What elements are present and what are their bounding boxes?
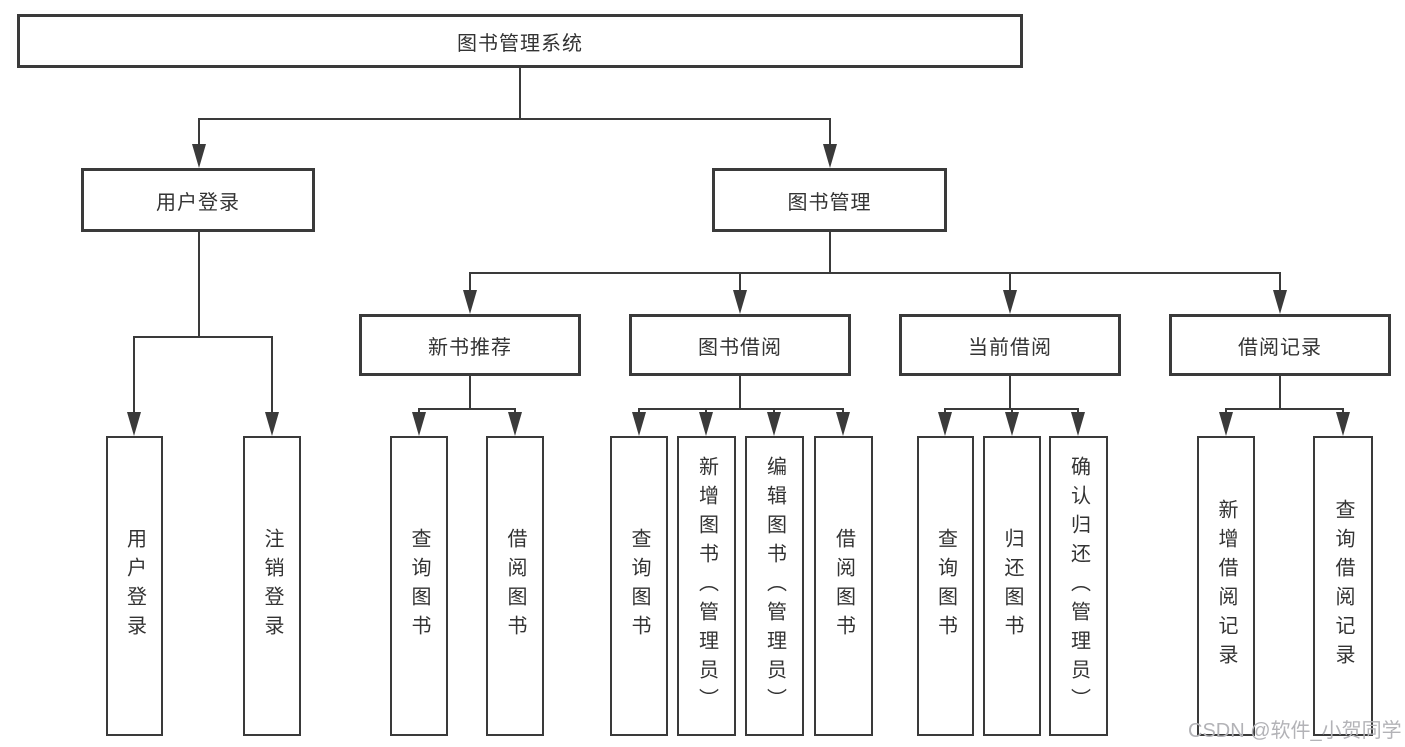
node-label: 借阅记录 — [1238, 336, 1322, 359]
arrowhead-down-icon — [938, 412, 952, 436]
leaf-borrow-books-recommend: 借阅图书 — [486, 436, 544, 736]
node-current-borrowing: 当前借阅 — [899, 314, 1121, 376]
node-label: 借阅图书 — [504, 528, 526, 644]
leaf-query-books-current: 查询图书 — [917, 436, 974, 736]
node-label: 归还图书 — [1001, 528, 1023, 644]
arrowhead-down-icon — [1005, 412, 1019, 436]
node-book-management: 图书管理 — [712, 168, 947, 232]
node-borrowing-records: 借阅记录 — [1169, 314, 1391, 376]
leaf-edit-book-admin: 编辑图书（管理员） — [745, 436, 804, 736]
arrowhead-down-icon — [265, 412, 279, 436]
connector-drop — [1009, 272, 1011, 292]
leaf-query-borrow-record: 查询借阅记录 — [1313, 436, 1373, 736]
leaf-user-login: 用户登录 — [106, 436, 163, 736]
arrowhead-down-icon — [1273, 290, 1287, 314]
connector-drop — [133, 336, 135, 414]
leaf-add-borrow-record: 新增借阅记录 — [1197, 436, 1255, 736]
node-label: 编辑图书（管理员） — [763, 455, 786, 717]
node-label: 图书管理 — [787, 191, 872, 214]
arrowhead-down-icon — [127, 412, 141, 436]
arrowhead-down-icon — [823, 144, 837, 168]
node-label: 查询图书 — [628, 528, 650, 644]
node-label: 当前借阅 — [968, 336, 1052, 359]
connector-rail — [1225, 408, 1344, 410]
arrowhead-down-icon — [632, 412, 646, 436]
connector-stem — [829, 232, 831, 272]
connector-root-stem — [519, 68, 521, 118]
node-label: 用户登录 — [123, 528, 146, 644]
connector-level3-rail — [469, 272, 1281, 274]
node-label: 确认归还（管理员） — [1067, 455, 1090, 717]
connector-drop — [1279, 272, 1281, 292]
connector-drop — [198, 118, 200, 148]
connector-rail — [418, 408, 516, 410]
arrowhead-down-icon — [699, 412, 713, 436]
arrowhead-down-icon — [836, 412, 850, 436]
node-label: 注销登录 — [261, 528, 283, 644]
node-label: 查询图书 — [934, 528, 957, 644]
node-label: 借阅图书 — [832, 528, 855, 644]
node-new-book-recommend: 新书推荐 — [359, 314, 581, 376]
node-label: 图书借阅 — [698, 336, 782, 359]
arrowhead-down-icon — [1336, 412, 1350, 436]
node-label: 新增借阅记录 — [1215, 499, 1237, 673]
connector-drop — [829, 118, 831, 148]
arrowhead-down-icon — [1003, 290, 1017, 314]
node-user-login: 用户登录 — [81, 168, 315, 232]
leaf-borrow-book: 借阅图书 — [814, 436, 873, 736]
node-label: 图书管理系统 — [457, 32, 583, 55]
leaf-logout: 注销登录 — [243, 436, 301, 736]
leaf-query-books-recommend: 查询图书 — [390, 436, 448, 736]
connector-stem — [1009, 376, 1011, 408]
arrowhead-down-icon — [192, 144, 206, 168]
arrowhead-down-icon — [508, 412, 522, 436]
connector-level2-rail — [198, 118, 831, 120]
node-label: 新书推荐 — [428, 336, 512, 359]
arrowhead-down-icon — [767, 412, 781, 436]
node-label: 查询借阅记录 — [1332, 499, 1354, 673]
connector-drop — [469, 272, 471, 292]
node-root-library-system: 图书管理系统 — [17, 14, 1023, 68]
arrowhead-down-icon — [1219, 412, 1233, 436]
connector-stem — [469, 376, 471, 408]
arrowhead-down-icon — [412, 412, 426, 436]
node-book-borrowing: 图书借阅 — [629, 314, 851, 376]
node-label: 新增图书（管理员） — [695, 455, 718, 717]
node-label: 用户登录 — [156, 191, 240, 214]
connector-rail — [638, 408, 844, 410]
csdn-watermark: CSDN @软件_小贺同学 — [1188, 720, 1402, 742]
leaf-query-books-borrowing: 查询图书 — [610, 436, 668, 736]
leaf-add-book-admin: 新增图书（管理员） — [677, 436, 736, 736]
arrowhead-down-icon — [1071, 412, 1085, 436]
connector-stem — [1279, 376, 1281, 408]
connector-stem — [739, 376, 741, 408]
connector-drop — [739, 272, 741, 292]
node-label: 查询图书 — [408, 528, 430, 644]
leaf-confirm-return-admin: 确认归还（管理员） — [1049, 436, 1108, 736]
arrowhead-down-icon — [463, 290, 477, 314]
arrowhead-down-icon — [733, 290, 747, 314]
connector-drop — [271, 336, 273, 414]
connector-rail — [133, 336, 273, 338]
leaf-return-book: 归还图书 — [983, 436, 1041, 736]
connector-stem — [198, 232, 200, 336]
